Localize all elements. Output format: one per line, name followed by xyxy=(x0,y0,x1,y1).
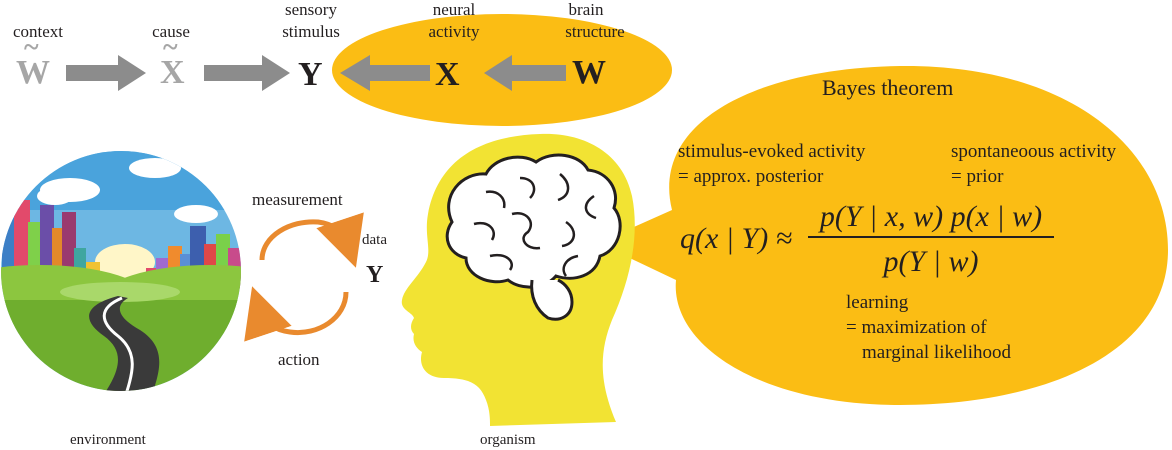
brain-var: W xyxy=(572,54,606,91)
loop-arrows xyxy=(244,212,364,342)
formula-lhs: q(x | Y) ≈ xyxy=(680,222,793,255)
spont-line-1: spontaneoous activity xyxy=(951,141,1117,162)
data-label: data xyxy=(362,232,387,248)
bayes-title: Bayes theorem xyxy=(822,75,954,100)
formula-denominator: p(Y | w) xyxy=(883,245,979,278)
cause-var: X xyxy=(160,54,185,91)
context-tilde: ~ xyxy=(24,32,39,63)
cause-tilde: ~ xyxy=(163,32,178,63)
organism-caption: organism xyxy=(480,432,536,448)
learning-line-3: marginal likelihood xyxy=(862,342,1011,363)
bayes-bubble xyxy=(598,65,1168,406)
brain-label-1: brain xyxy=(568,0,604,19)
measurement-label: measurement xyxy=(252,190,343,209)
evoked-line-1: stimulus-evoked activity xyxy=(678,141,866,162)
neural-var: X xyxy=(435,56,460,93)
context-var: W xyxy=(16,54,50,91)
data-var: Y xyxy=(366,262,384,288)
context-label: context xyxy=(12,22,64,41)
learning-line-1: learning xyxy=(846,292,909,313)
brain-drawing xyxy=(445,153,622,321)
neural-label-2: activity xyxy=(428,22,480,41)
formula-numerator: p(Y | x, w) p(x | w) xyxy=(819,200,1043,233)
gray-arrows xyxy=(66,55,566,91)
action-label: action xyxy=(278,350,320,369)
brain-label-2: structure xyxy=(565,22,625,41)
spont-line-2: = prior xyxy=(951,166,1004,187)
cause-label: cause xyxy=(152,22,190,41)
stimulus-var: Y xyxy=(298,56,323,93)
stimulus-label-2: stimulus xyxy=(282,22,340,41)
environment-caption: environment xyxy=(70,432,146,448)
neural-label-1: neural xyxy=(432,0,476,19)
evoked-line-2: = approx. posterior xyxy=(678,166,824,187)
learning-line-2: = maximization of xyxy=(846,317,987,338)
stimulus-label-1: sensory xyxy=(285,0,337,19)
environment-scene xyxy=(1,151,241,391)
